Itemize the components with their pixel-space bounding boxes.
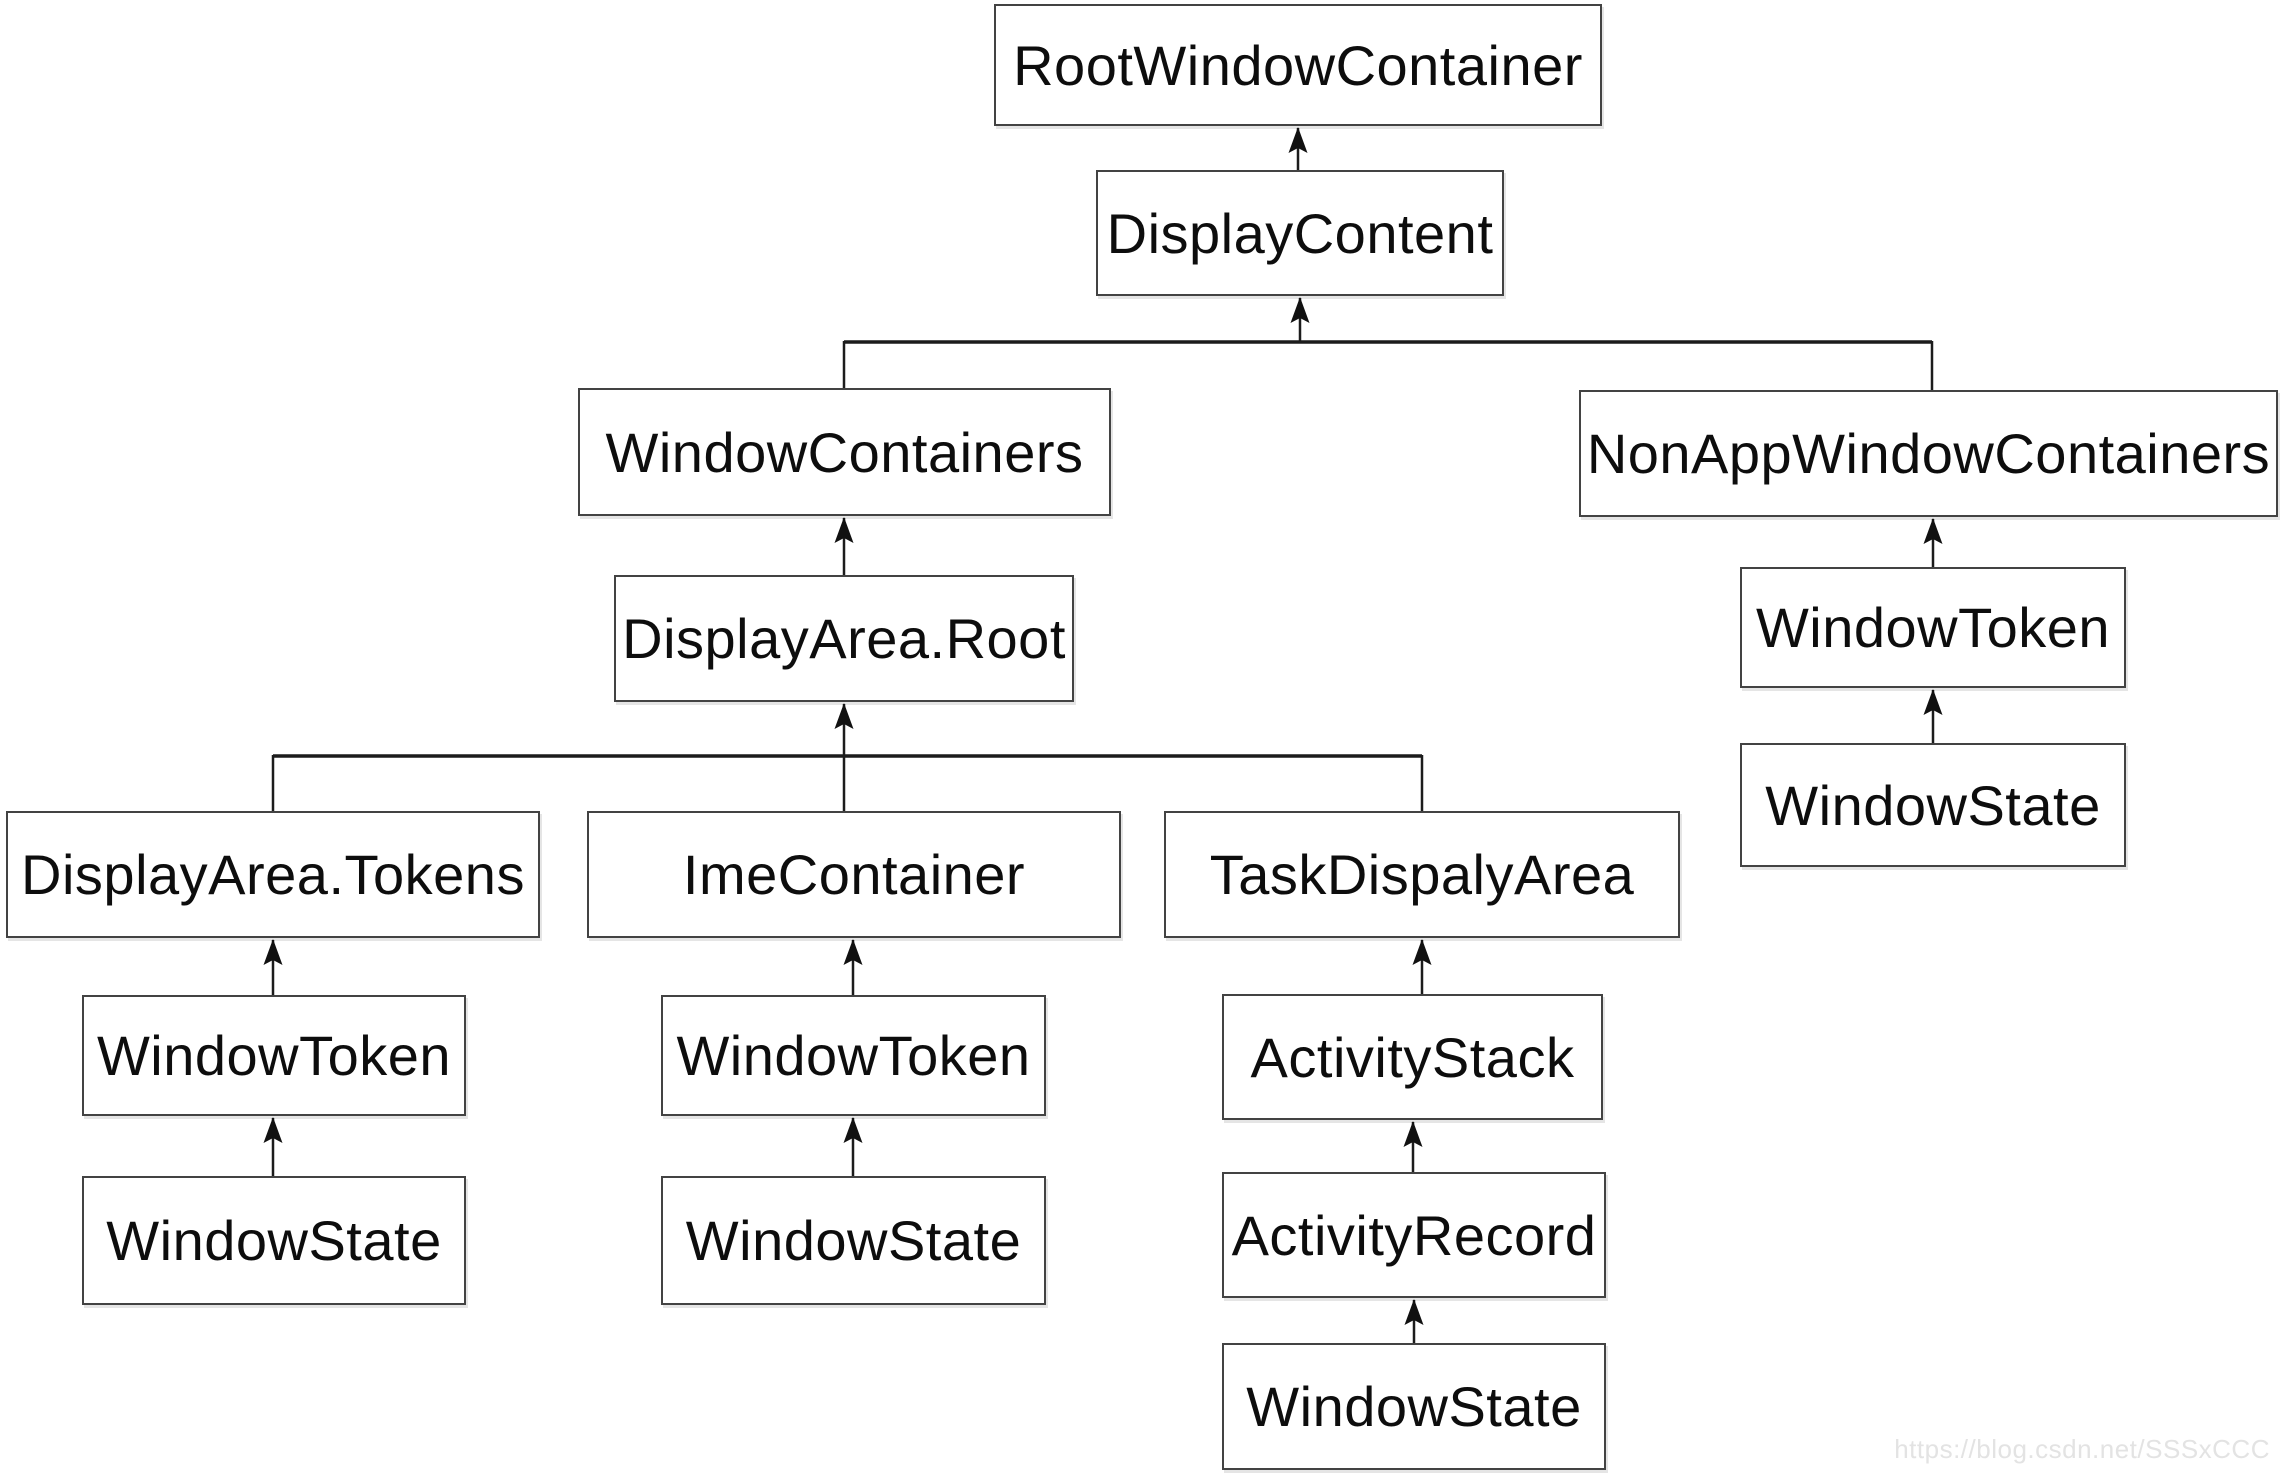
connector-arrows	[263, 127, 1943, 1343]
node-window-token-tokens: WindowToken	[82, 995, 466, 1116]
node-ime-container: ImeContainer	[587, 811, 1121, 938]
node-activity-record: ActivityRecord	[1222, 1172, 1606, 1298]
connector-split-displayarearoot	[271, 754, 1424, 812]
node-task-dispaly-area: TaskDispalyArea	[1164, 811, 1680, 938]
node-window-containers: WindowContainers	[578, 388, 1111, 516]
node-activity-stack: ActivityStack	[1222, 994, 1603, 1120]
node-non-app-window-containers: NonAppWindowContainers	[1579, 390, 2278, 517]
node-window-state-nonapp: WindowState	[1740, 743, 2126, 867]
node-root-window-container: RootWindowContainer	[994, 4, 1602, 126]
node-window-state-ime: WindowState	[661, 1176, 1046, 1305]
connector-split-displaycontent	[842, 297, 1934, 391]
node-window-state-tokens: WindowState	[82, 1176, 466, 1305]
node-window-token-nonapp: WindowToken	[1740, 567, 2126, 688]
node-display-content: DisplayContent	[1096, 170, 1504, 296]
node-display-area-tokens: DisplayArea.Tokens	[6, 811, 540, 938]
node-window-token-ime: WindowToken	[661, 995, 1046, 1116]
node-window-state-task: WindowState	[1222, 1343, 1606, 1470]
node-display-area-root: DisplayArea.Root	[614, 575, 1074, 702]
watermark-url: https://blog.csdn.net/SSSxCCC	[1894, 1434, 2270, 1464]
